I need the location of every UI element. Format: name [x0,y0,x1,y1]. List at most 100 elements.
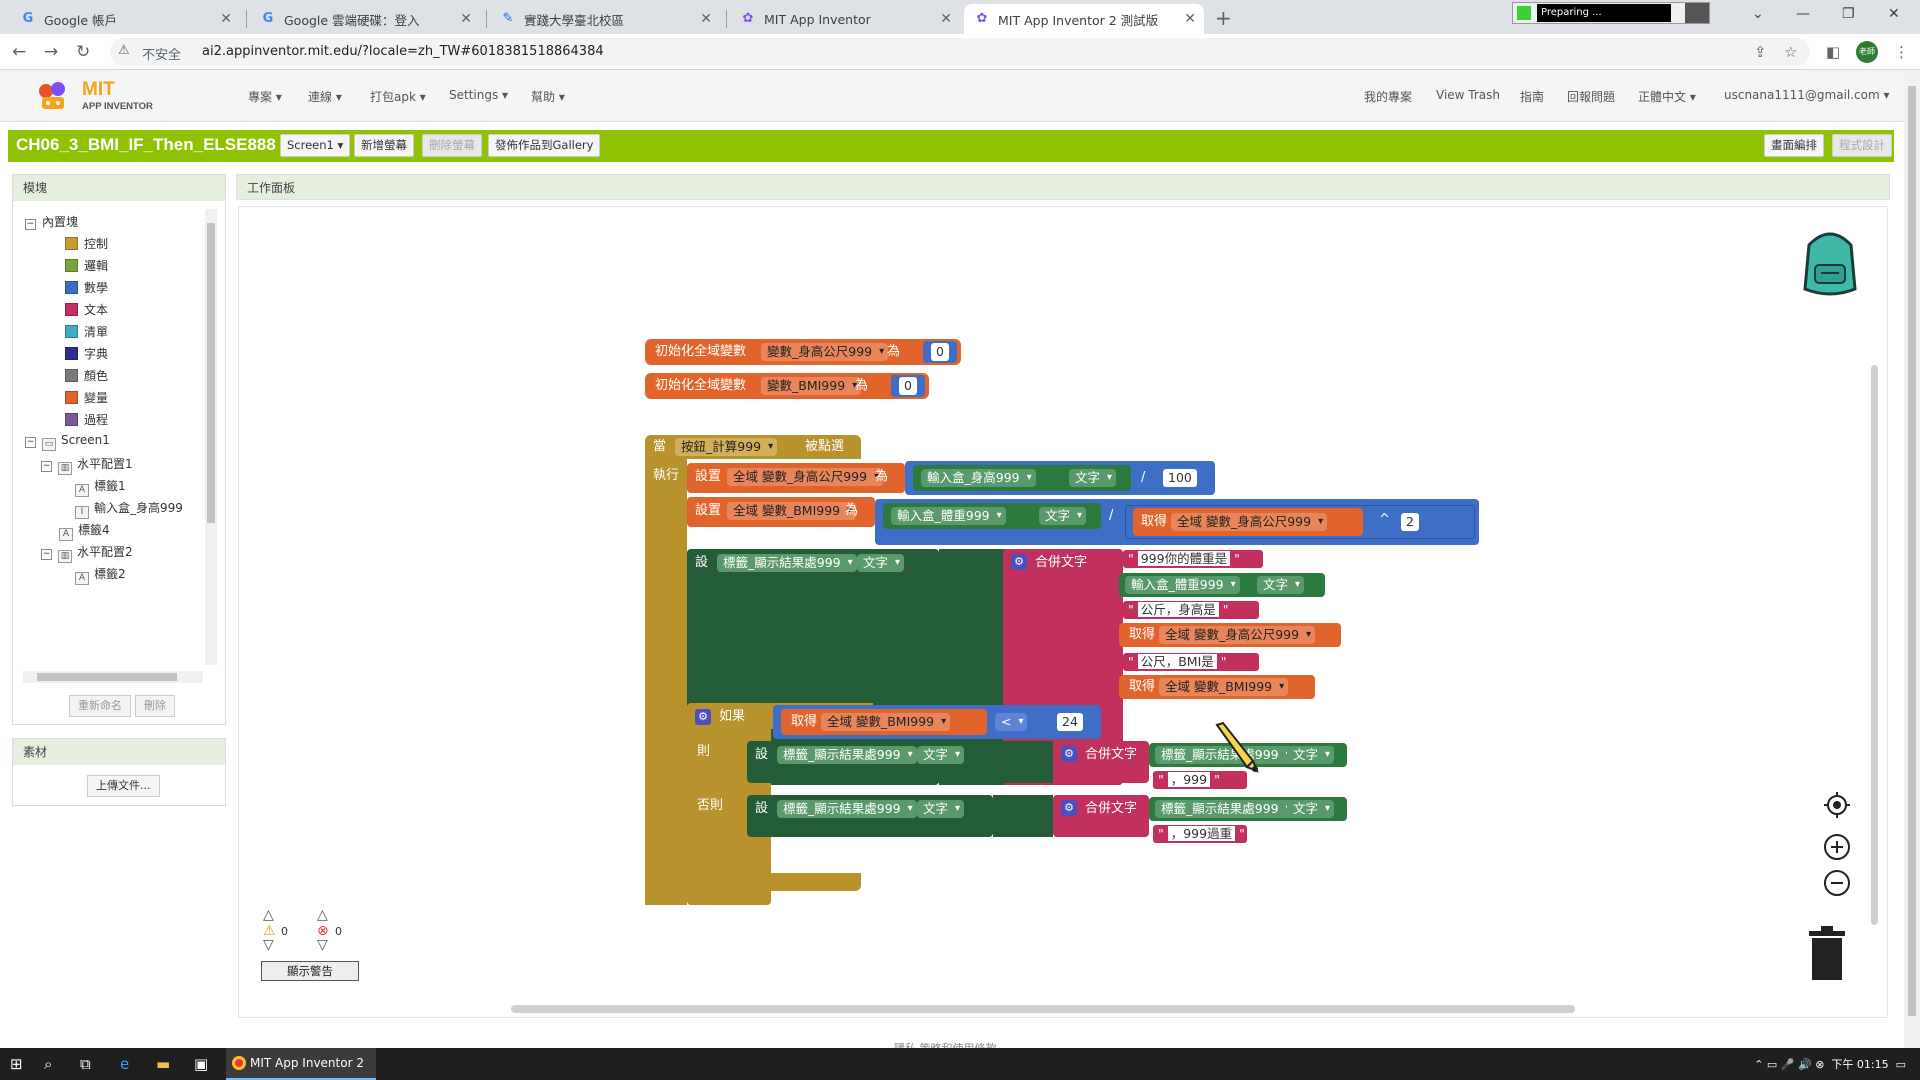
upload-file-button[interactable]: 上傳文件... [87,775,160,797]
gear-icon[interactable]: ⚙ [1061,800,1077,816]
close-icon[interactable]: ✕ [220,11,232,27]
recenter-icon[interactable] [1823,791,1851,819]
browser-tab-active[interactable]: ✿ MIT App Inventor 2 測試版 ✕ [964,4,1204,34]
page-scrollbar[interactable] [1904,70,1920,1048]
restore-icon[interactable]: ❐ [1842,6,1855,22]
component-dropdown[interactable]: 標籤_顯示結果處999 [777,800,917,818]
text-literal[interactable]: " ，999過重 " [1153,825,1247,843]
menu-icon[interactable]: ⋮ [1894,43,1909,61]
text-literal[interactable]: " 公尺，BMI是 " [1123,653,1259,671]
forward-icon[interactable]: → [44,42,59,62]
text-literal[interactable]: " ，999 " [1153,771,1247,789]
join-text-block[interactable]: ⚙ 合併文字 [1053,795,1149,837]
component-dropdown[interactable]: 標籤_顯示結果處999 [717,554,857,572]
category-variables[interactable]: 變量 [65,389,108,406]
category-logic[interactable]: 邏輯 [65,257,108,274]
property-dropdown[interactable]: 文字 [1039,507,1087,525]
gear-icon[interactable]: ⚙ [1061,746,1077,762]
number-field[interactable]: 100 [1163,469,1197,487]
compare-block[interactable]: 取得 全域 變數_BMI999 < 24 [773,705,1101,739]
reload-icon[interactable]: ↻ [76,42,91,62]
close-icon[interactable]: ✕ [700,11,712,27]
property-dropdown[interactable]: 文字 [1069,469,1117,487]
component-dropdown[interactable]: 標籤_顯示結果處999 [777,746,917,764]
division-block[interactable]: 輸入盒_身高999 文字 / 100 [905,461,1215,495]
property-dropdown[interactable]: 文字 [917,746,965,764]
backpack-icon[interactable] [1795,221,1865,301]
component-dropdown[interactable]: 標籤_顯示結果處999 [1155,800,1295,818]
star-icon[interactable]: ☆ [1784,43,1798,61]
close-icon[interactable]: ✕ [1184,11,1196,27]
trash-icon[interactable] [1805,925,1849,983]
property-dropdown[interactable]: 文字 [857,554,905,572]
component-property-block[interactable]: 輸入盒_體重999 文字 [1119,573,1325,597]
blocks-button[interactable]: 程式設計 [1832,134,1892,157]
category-colors[interactable]: 顏色 [65,367,108,384]
search-icon[interactable]: ⌕ [44,1055,53,1073]
add-screen-button[interactable]: 新增螢幕 [354,134,414,157]
event-handler-block[interactable]: 當 按鈕_計算999 被點選 [645,435,861,459]
set-variable-block[interactable]: 設置 全域 變數_身高公尺999 為 [687,463,905,493]
close-icon[interactable]: ✕ [460,11,472,27]
screen-select[interactable]: Screen1 ▾ [280,134,351,157]
property-dropdown[interactable]: 文字 [1287,800,1335,818]
category-math[interactable]: 數學 [65,279,108,296]
edge-icon[interactable]: e [120,1055,130,1073]
variable-name-field[interactable]: 變數_BMI999 [761,377,862,395]
windows-start-icon[interactable]: ⊞ [10,1055,23,1073]
workspace-vertical-scrollbar[interactable] [1871,365,1878,925]
delete-button[interactable]: 刪除 [135,695,175,717]
init-global-block[interactable]: 初始化全域變數 變數_BMI999 為 0 [645,373,929,399]
menu-help[interactable]: 幫助 ▾ [531,90,565,104]
minimize-icon[interactable]: — [1796,6,1810,22]
get-variable-block[interactable]: 取得 全域 變數_BMI999 [1119,675,1315,699]
task-view-icon[interactable]: ⧉ [80,1055,91,1073]
guide-link[interactable]: 指南 [1520,90,1545,104]
init-global-block[interactable]: 初始化全域變數 變數_身高公尺999 為 0 [645,339,961,365]
warning-next-icon[interactable]: ▽ [263,937,274,953]
menu-project[interactable]: 專案 ▾ [248,90,282,104]
set-label-text-block[interactable]: 設 標籤_顯示結果處999 文字 [747,795,993,837]
number-field[interactable]: 0 [931,343,949,361]
warning-prev-icon[interactable]: △ [263,907,274,923]
browser-tab[interactable]: G Google 帳戶 ✕ [10,4,240,34]
taskbar-app-chrome[interactable]: MIT App Inventor 2 ... [226,1048,376,1080]
variable-dropdown[interactable]: 全域 變數_身高公尺999 [727,468,884,486]
category-lists[interactable]: 清單 [65,323,108,340]
language-select[interactable]: 正體中文 ▾ [1638,90,1696,104]
property-dropdown[interactable]: 文字 [917,800,965,818]
app-inventor-logo[interactable]: MIT APP INVENTOR [36,77,166,117]
property-dropdown[interactable]: 文字 [1257,576,1305,594]
back-icon[interactable]: ← [12,42,27,62]
number-field[interactable]: 2 [1401,513,1419,531]
palette-horizontal-scrollbar[interactable] [23,671,203,683]
url-text[interactable]: ai2.appinventor.mit.edu/?locale=zh_TW#60… [202,44,604,59]
get-variable-block[interactable]: 取得 全域 變數_身高公尺999 [1119,623,1341,647]
error-next-icon[interactable]: ▽ [317,937,328,953]
component-property-block[interactable]: 標籤_顯示結果處999 文字 [1149,797,1347,821]
warning-icon[interactable]: ⚠ [118,43,130,58]
number-field[interactable]: 0 [899,377,917,395]
zoom-out-icon[interactable] [1823,869,1851,897]
rename-button[interactable]: 重新命名 [69,695,131,717]
tree-screen1[interactable]: −▭Screen1 [25,433,110,451]
tree-horizontal-arrangement1[interactable]: −▥水平配置1 [41,457,133,475]
category-text[interactable]: 文本 [65,301,108,318]
store-icon[interactable]: ▣ [194,1055,209,1073]
close-window-icon[interactable]: ✕ [1888,6,1900,22]
join-text-block[interactable]: ⚙ 合併文字 [1053,741,1149,783]
view-trash-link[interactable]: View Trash [1436,88,1501,102]
account-menu[interactable]: uscnana1111@gmail.com ▾ [1724,88,1890,102]
component-dropdown[interactable]: 輸入盒_體重999 [1125,576,1240,594]
browser-tab[interactable]: G Google 雲端硬碟：登入 ✕ [250,4,480,34]
avatar[interactable]: 老師 [1856,41,1878,63]
number-field[interactable]: 24 [1057,713,1083,731]
operator-dropdown[interactable]: < [995,713,1028,731]
sidepanel-icon[interactable]: ◧ [1826,43,1841,61]
my-projects-link[interactable]: 我的專案 [1364,90,1413,104]
blocks-workspace[interactable]: 初始化全域變數 變數_身高公尺999 為 0 初始化全域變數 變數_BMI999… [238,206,1888,1018]
gear-icon[interactable]: ⚙ [1011,554,1027,570]
